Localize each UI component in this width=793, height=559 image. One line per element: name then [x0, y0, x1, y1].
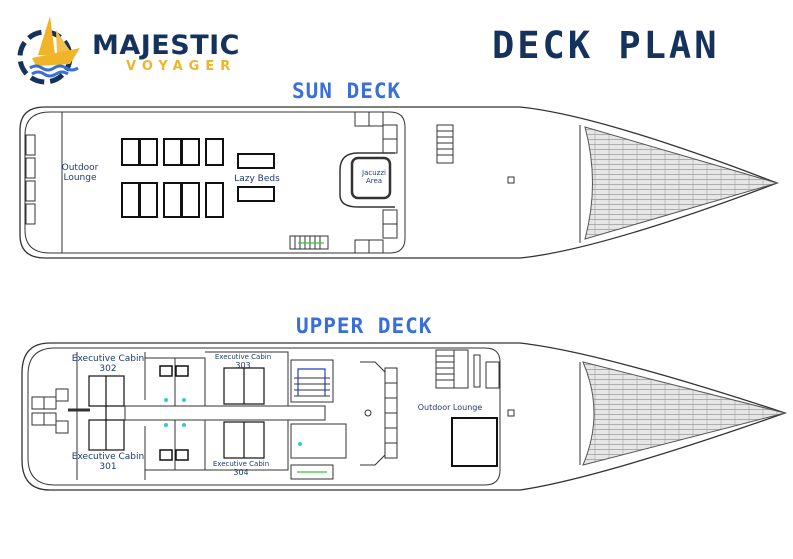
cabin-number: 301 [99, 461, 117, 472]
logo-icon [17, 16, 80, 85]
stairs [289, 235, 329, 250]
cabin-name: Executive Cabin [71, 452, 145, 462]
cabin-301-label: Executive Cabin 301 [62, 452, 154, 473]
lazy-beds [237, 153, 275, 202]
page-title: DECK PLAN [492, 24, 720, 67]
upper-deck-plan [21, 342, 788, 491]
upper-deck-title: UPPER DECK [296, 314, 433, 338]
jacuzzi [339, 152, 395, 208]
cabin-number: 304 [233, 467, 249, 477]
cabin-number: 303 [235, 360, 251, 370]
cabin-name: Executive Cabin [71, 354, 145, 364]
cabin-304-label: Executive Cabin 304 [210, 460, 272, 477]
upper-outdoor-lounge-label: Outdoor Lounge [417, 403, 483, 412]
sun-deck-title: SUN DECK [292, 79, 402, 103]
jacuzzi-label: Jacuzzi Area [362, 169, 386, 185]
cabin-name: Executive Cabin [212, 460, 270, 468]
sun-outdoor-lounge-label: Outdoor Lounge [61, 163, 99, 183]
lounge-benches [25, 134, 36, 225]
sun-deck-plan [19, 106, 779, 259]
cabin-302-label: Executive Cabin 302 [62, 354, 154, 375]
brand-name: MAJESTIC [92, 30, 240, 61]
cabin-name: Executive Cabin [214, 353, 272, 361]
lazy-beds-label: Lazy Beds [234, 174, 280, 184]
cabin-number: 302 [99, 363, 117, 374]
cabin-303-label: Executive Cabin 303 [212, 353, 274, 370]
sun-loungers [121, 138, 224, 218]
brand-subtitle: VOYAGER [126, 59, 237, 74]
